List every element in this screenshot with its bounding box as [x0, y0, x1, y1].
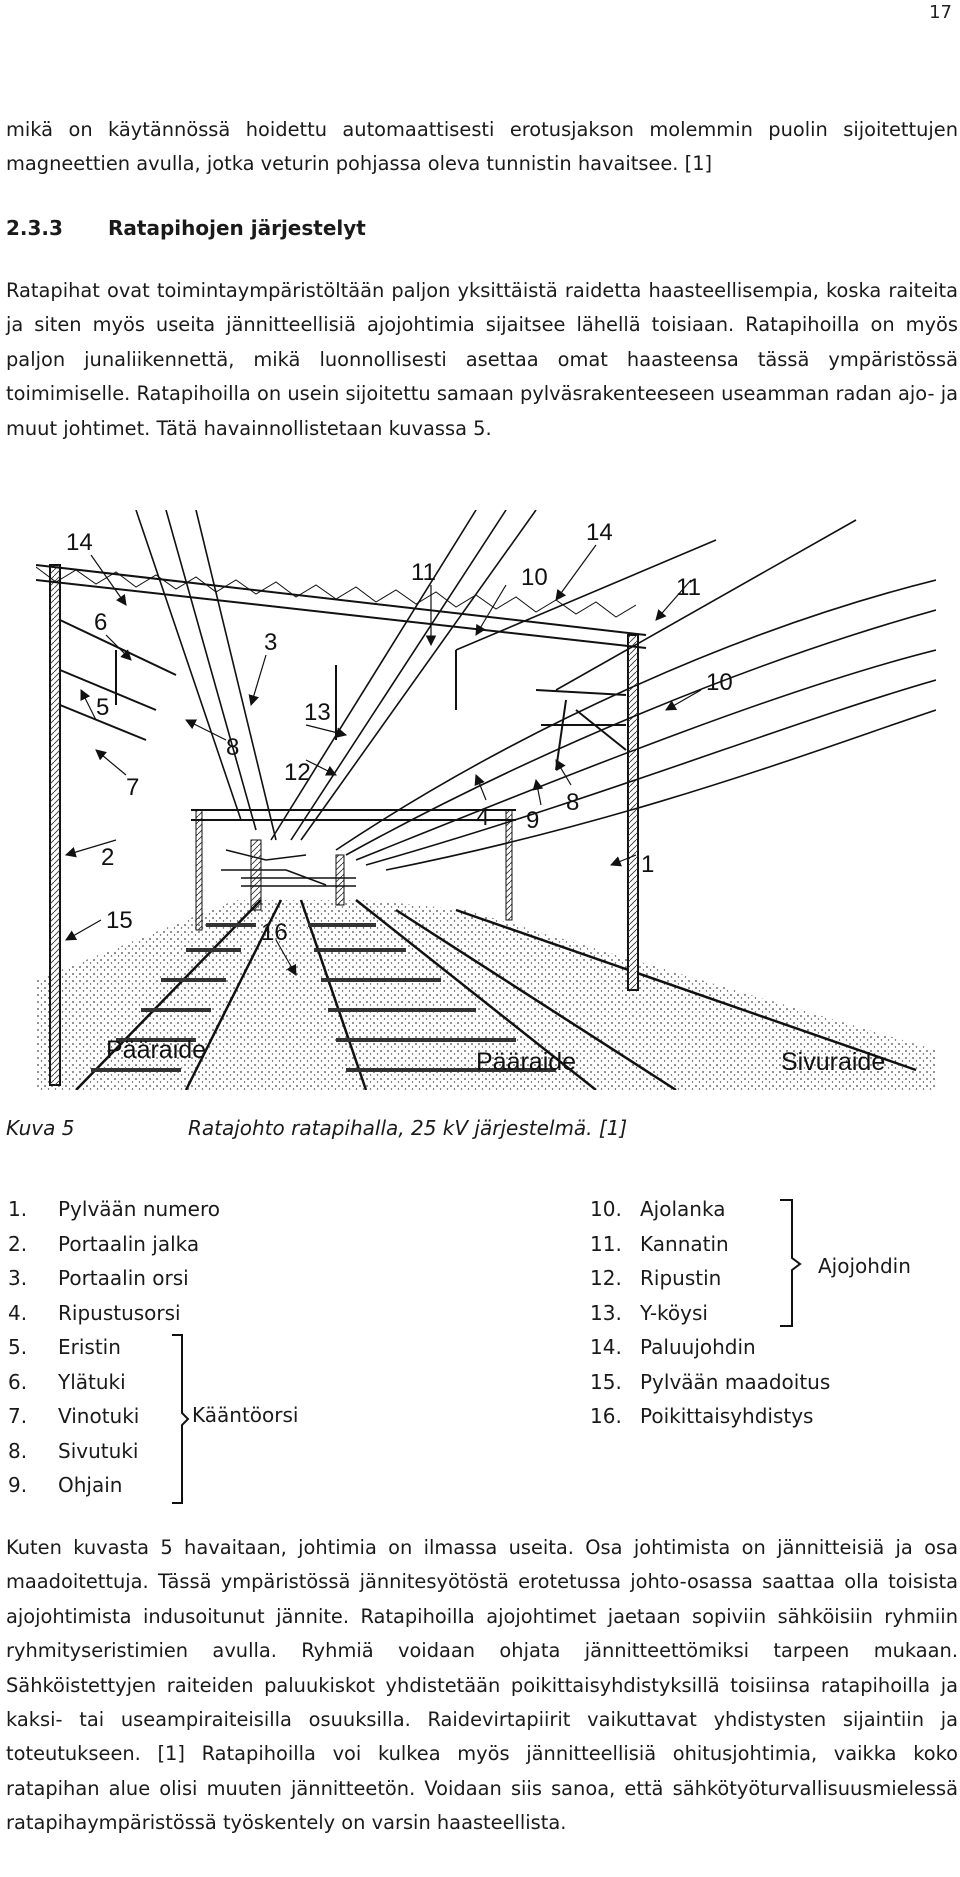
caption-label: Kuva 5 [6, 1116, 75, 1140]
list-item: 10.Ajolanka [590, 1197, 726, 1221]
track-label-right: Sivuraide [781, 1048, 885, 1076]
track-label-left: Pääraide [106, 1036, 206, 1064]
label-16: 16 [261, 919, 288, 946]
list-item: 2.Portaalin jalka [8, 1231, 200, 1256]
figure-labels: 14 6 3 11 10 14 11 10 5 8 13 12 7 4 9 8 … [66, 519, 733, 946]
ajojohdin-brace [780, 1199, 802, 1327]
kaantoorsi-brace [172, 1334, 190, 1504]
label-11b: 11 [676, 574, 701, 601]
label-11a: 11 [411, 559, 436, 586]
label-3: 3 [264, 629, 277, 656]
label-6: 6 [94, 609, 107, 636]
list-item: 16.Poikittaisyhdistys [590, 1404, 814, 1428]
paragraph-2: Kuten kuvasta 5 havaitaan, johtimia on i… [6, 1536, 958, 1835]
label-8a: 8 [226, 734, 239, 761]
section-title: Ratapihojen järjestelyt [108, 216, 366, 240]
overhead-wires [135, 510, 936, 871]
label-9: 9 [526, 807, 539, 834]
intro-paragraph: mikä on käytännössä hoidettu automaattis… [6, 118, 958, 176]
cantilevers [59, 619, 627, 771]
label-10b: 10 [706, 669, 733, 696]
paragraph-1: Ratapihat ovat toimintaympäristöltään pa… [6, 279, 958, 440]
tracks [75, 899, 917, 1090]
group-label-kaantoorsi: Kääntöorsi [192, 1403, 299, 1427]
list-item: 6.Ylätuki [8, 1369, 126, 1394]
portal-structure [36, 564, 647, 1086]
list-item: 14.Paluujohdin [590, 1335, 756, 1359]
label-14a: 14 [66, 529, 93, 556]
section-number: 2.3.3 [6, 216, 63, 240]
label-5: 5 [96, 694, 109, 721]
list-item: 11.Kannatin [590, 1231, 729, 1256]
track-label-middle: Pääraide [476, 1048, 576, 1076]
caption-text: Ratajohto ratapihalla, 25 kV järjestelmä… [188, 1116, 628, 1140]
list-item: 1.Pylvään numero [8, 1197, 220, 1221]
list-item: 15.Pylvään maadoitus [590, 1369, 831, 1394]
label-4: 4 [476, 804, 489, 831]
group-label-ajojohdin: Ajojohdin [818, 1254, 911, 1278]
legend-left: 1.Pylvään numero 2.Portaalin jalka 3.Por… [8, 1192, 220, 1503]
track-labels: Pääraide Pääraide Sivuraide [106, 1036, 885, 1076]
list-item: 8.Sivutuki [8, 1438, 139, 1463]
label-14b: 14 [586, 519, 613, 546]
page-number: 17 [929, 2, 952, 23]
list-item: 3.Portaalin orsi [8, 1266, 189, 1290]
label-8b: 8 [566, 789, 579, 816]
list-item: 9.Ohjain [8, 1473, 123, 1497]
list-item: 13.Y-köysi [590, 1300, 708, 1325]
figure-caption: Kuva 5 Ratajohto ratapihalla, 25 kV järj… [6, 1116, 627, 1140]
list-item: 12.Ripustin [590, 1266, 722, 1290]
list-item: 7.Vinotuki [8, 1404, 140, 1428]
label-2: 2 [101, 844, 114, 871]
ballast-ground [36, 900, 936, 1090]
list-item: 4.Ripustusorsi [8, 1300, 181, 1325]
label-15: 15 [106, 907, 133, 934]
leader-lines [64, 544, 702, 976]
legend-right: 10.Ajolanka 11.Kannatin 12.Ripustin 13.Y… [590, 1192, 830, 1434]
section-heading: 2.3.3 Ratapihojen järjestelyt [6, 216, 366, 240]
label-13: 13 [304, 699, 331, 726]
label-10a: 10 [521, 564, 548, 591]
label-1: 1 [641, 851, 654, 878]
list-item: 5.Eristin [8, 1335, 121, 1359]
label-7: 7 [126, 774, 139, 801]
railyard-figure: 14 6 3 11 10 14 11 10 5 8 13 12 7 4 9 8 … [36, 510, 936, 1090]
label-12: 12 [284, 759, 311, 786]
